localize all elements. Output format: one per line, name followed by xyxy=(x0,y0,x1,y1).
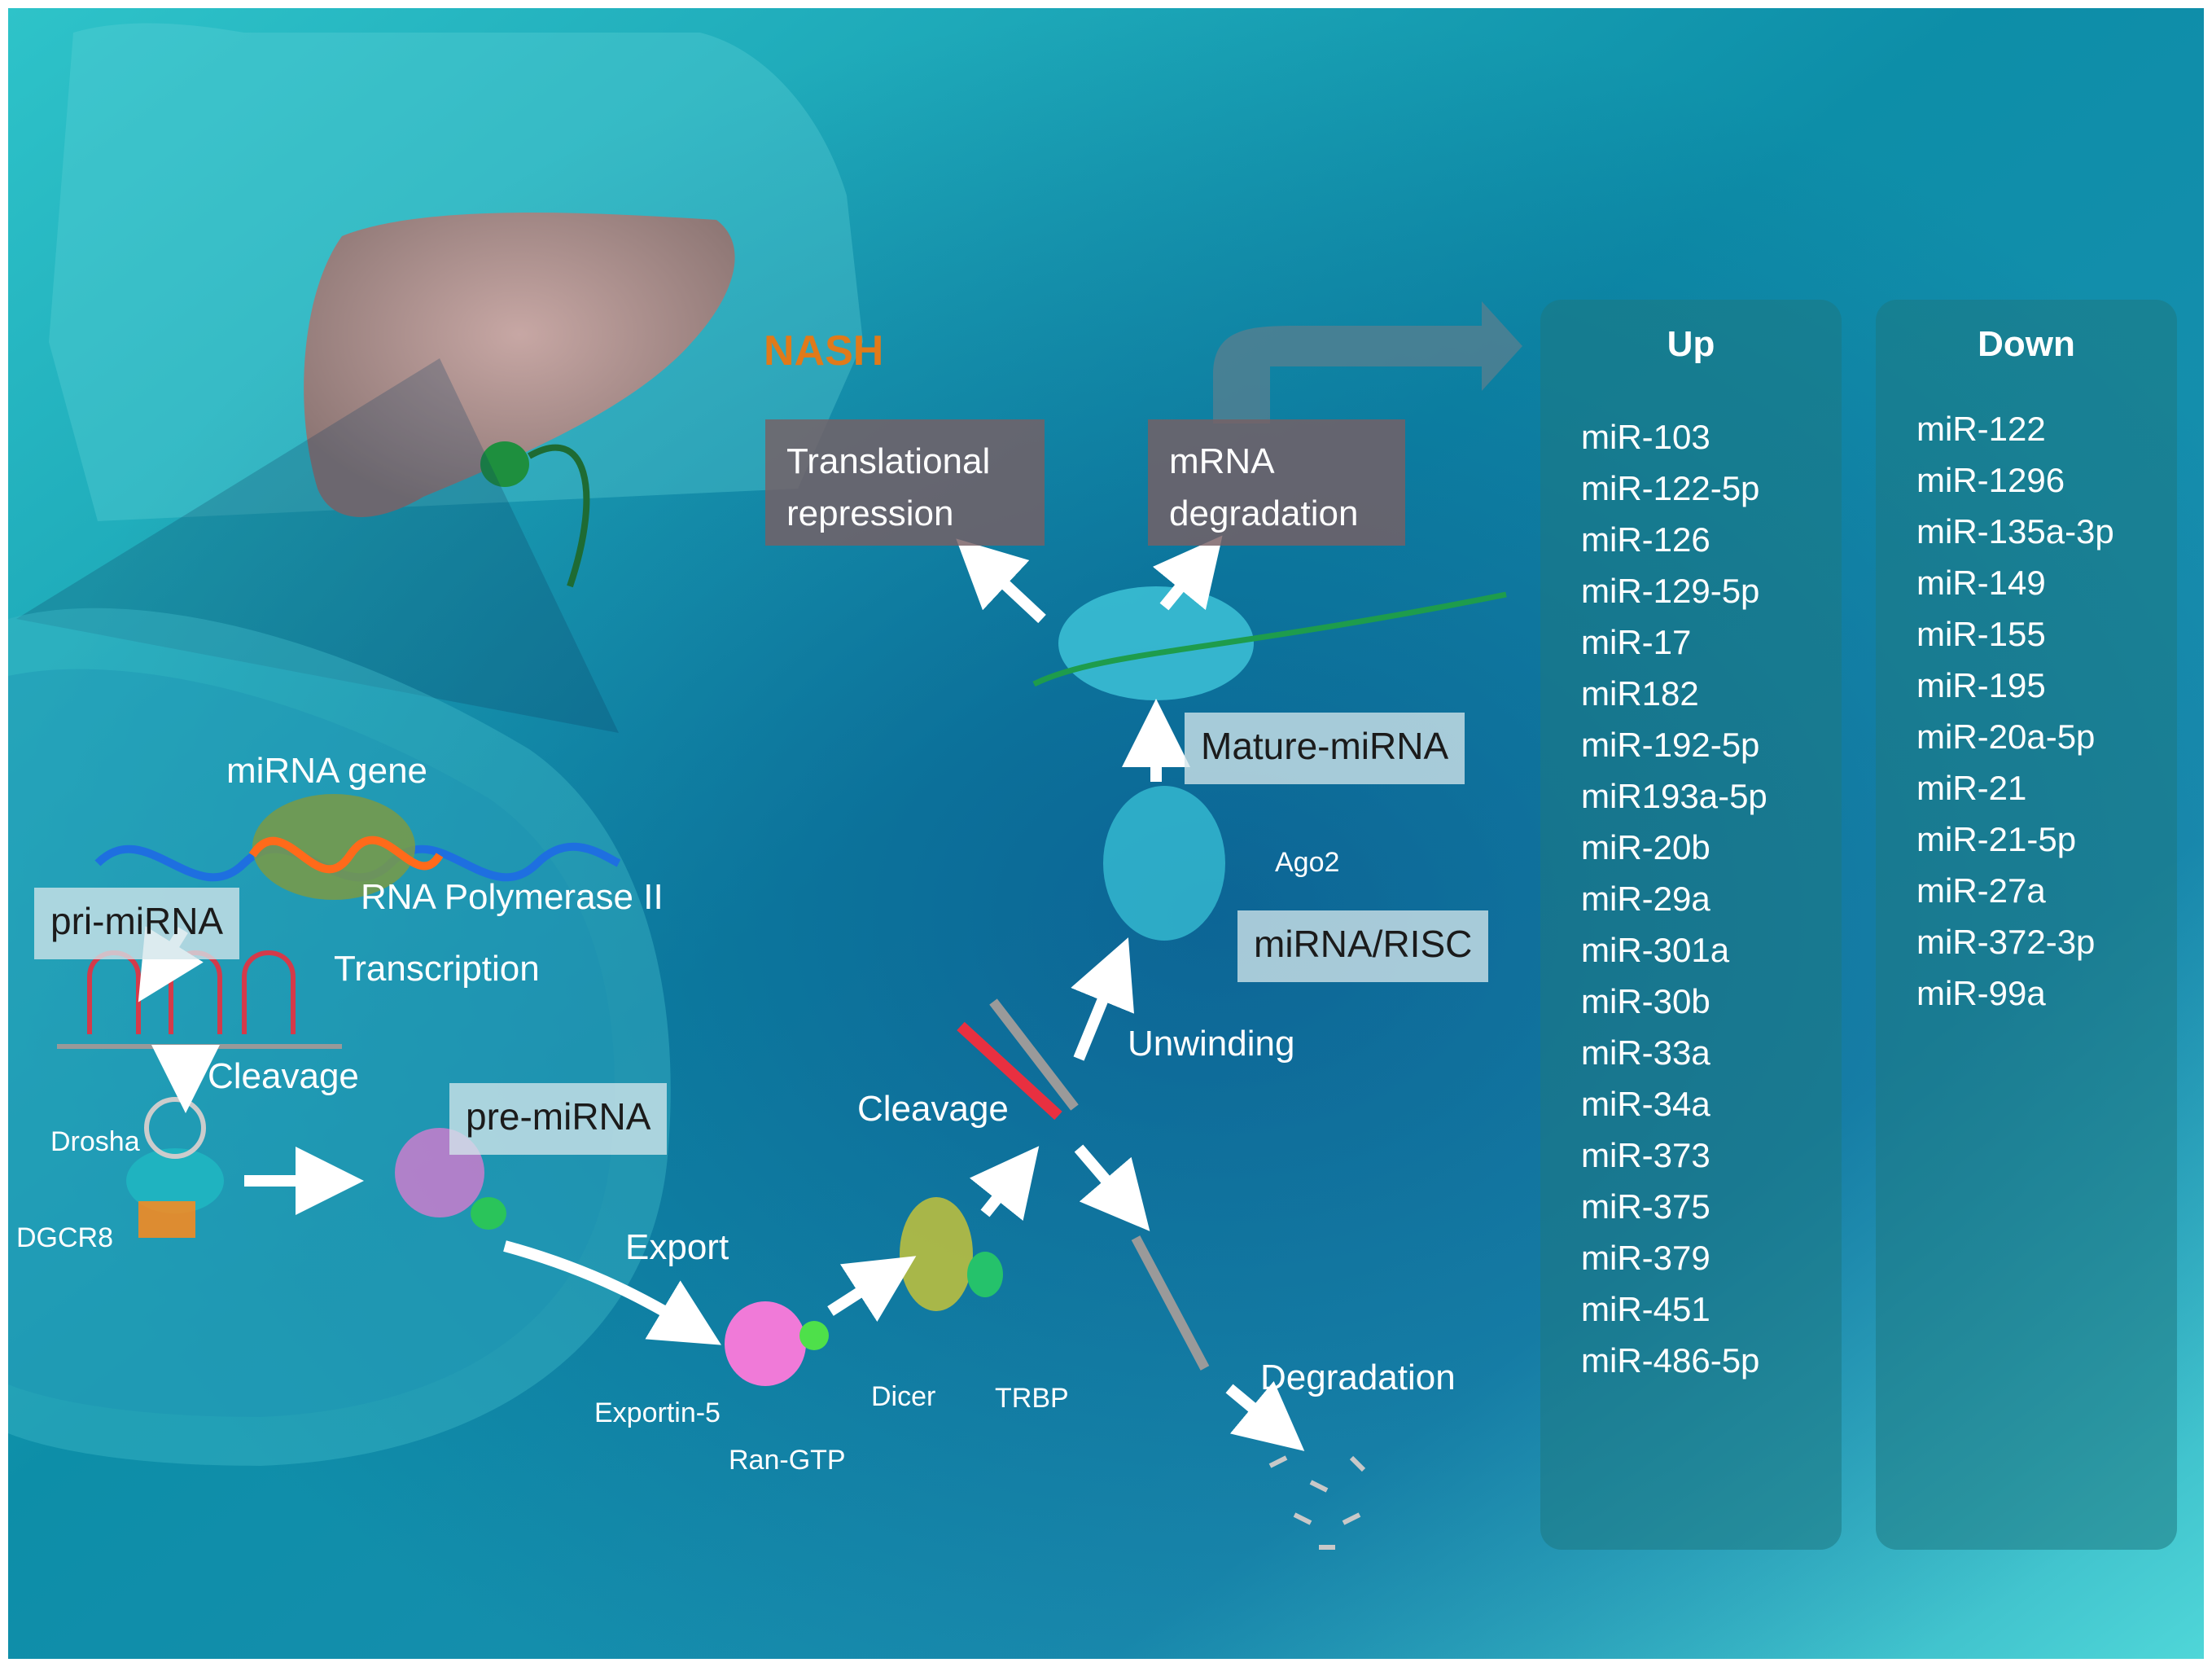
mirna-item: miR-21 xyxy=(1916,769,2027,807)
mirna-item: miR-486-5p xyxy=(1581,1341,1760,1380)
mrna-degradation-line1: mRNA xyxy=(1169,441,1275,481)
mirna-item: miR-451 xyxy=(1581,1290,1710,1328)
drosha-icon xyxy=(126,1148,224,1213)
mirna-item: miR193a-5p xyxy=(1581,777,1767,815)
export-label: Export xyxy=(625,1227,729,1267)
mirna-item: miR-155 xyxy=(1916,615,2046,653)
down-mirna-list: miR-122 miR-1296 miR-135a-3p miR-149 miR-155… xyxy=(1916,403,2114,1019)
mature-mirna-box: Mature-miRNA xyxy=(1185,713,1465,784)
mirna-item: miR-122-5p xyxy=(1581,469,1760,507)
rna-polymerase-label: RNA Polymerase II xyxy=(361,877,664,917)
risc-complex-icon xyxy=(1103,786,1225,941)
mrna-degradation-line2: degradation xyxy=(1169,493,1359,533)
down-panel-title: Down xyxy=(1978,324,2075,364)
pri-mirna-box: pri-miRNA xyxy=(34,888,240,959)
mirna-item: miR-99a xyxy=(1916,974,2046,1012)
mirna-item: miR-122 xyxy=(1916,410,2046,448)
mirna-item: miR-373 xyxy=(1581,1136,1710,1174)
trbp-label: TRBP xyxy=(995,1383,1069,1414)
ran-gtp-icon xyxy=(799,1321,829,1350)
results-arrow xyxy=(1213,301,1522,423)
transcription-label: Transcription xyxy=(334,949,540,989)
translational-repression-line2: repression xyxy=(786,493,954,533)
drosha-label: Drosha xyxy=(50,1126,140,1157)
exportin5-icon xyxy=(725,1301,806,1386)
mirna-item: miR-20b xyxy=(1581,828,1710,866)
mirna-item: miR-20a-5p xyxy=(1916,717,2096,756)
mirna-item: miR182 xyxy=(1581,674,1699,713)
passenger-strand xyxy=(1131,1235,1210,1371)
mirna-item: miR-34a xyxy=(1581,1085,1710,1123)
liver-icon xyxy=(304,213,735,517)
translational-repression-box: Translational repression xyxy=(765,419,1045,546)
dicer-label: Dicer xyxy=(871,1381,936,1412)
mirna-item: miR-17 xyxy=(1581,623,1692,661)
pre-mirna-box: pre-miRNA xyxy=(449,1083,668,1155)
unwinding-label: Unwinding xyxy=(1128,1024,1295,1064)
mirna-item: miR-195 xyxy=(1916,666,2046,704)
mirna-item: miR-1296 xyxy=(1916,461,2065,499)
dgcr8-icon xyxy=(138,1201,195,1238)
diagram-title: NASH xyxy=(764,327,884,375)
mirna-gene-label: miRNA gene xyxy=(226,751,428,791)
mirna-item: miR-192-5p xyxy=(1581,726,1760,764)
mirna-item: miR-103 xyxy=(1581,418,1710,456)
mirna-item: miR-379 xyxy=(1581,1239,1710,1277)
mirna-item: miR-21-5p xyxy=(1916,820,2077,858)
degradation-label: Degradation xyxy=(1260,1358,1456,1397)
rna-polymerase-icon xyxy=(252,794,415,900)
ran-gtp-label: Ran-GTP xyxy=(729,1445,846,1476)
dicer-icon xyxy=(900,1197,973,1311)
up-panel-title: Up xyxy=(1667,324,1715,364)
mirna-item: miR-372-3p xyxy=(1916,923,2096,961)
cleavage-nuclear-label: Cleavage xyxy=(208,1056,359,1096)
mirna-item: miR-30b xyxy=(1581,982,1710,1020)
mrna-degradation-box: mRNA degradation xyxy=(1148,419,1405,546)
mirna-item: miR-129-5p xyxy=(1581,572,1760,610)
dgcr8-label: DGCR8 xyxy=(16,1222,114,1253)
exportin5-label: Exportin-5 xyxy=(594,1397,721,1428)
mirna-item: miR-29a xyxy=(1581,880,1710,918)
ago2-label: Ago2 xyxy=(1275,847,1340,878)
mirna-item: miR-301a xyxy=(1581,931,1730,969)
mirna-item: miR-27a xyxy=(1916,871,2046,910)
gallbladder-icon xyxy=(480,441,529,487)
up-mirna-list: miR-103 miR-122-5p miR-126 miR-129-5p miR-17… xyxy=(1581,411,1767,1386)
risc-box: miRNA/RISC xyxy=(1237,910,1489,982)
mirna-duplex xyxy=(957,1021,1062,1121)
target-mrna-complex xyxy=(1058,586,1254,700)
translational-repression-line1: Translational xyxy=(786,441,991,481)
cleavage-cyto-label: Cleavage xyxy=(857,1089,1009,1129)
mirna-item: miR-375 xyxy=(1581,1187,1710,1226)
mirna-item: miR-149 xyxy=(1916,564,2046,602)
trbp-icon xyxy=(967,1252,1003,1297)
mirna-item: miR-135a-3p xyxy=(1916,512,2114,551)
mirna-item: miR-33a xyxy=(1581,1033,1710,1072)
mirna-item: miR-126 xyxy=(1581,520,1710,559)
